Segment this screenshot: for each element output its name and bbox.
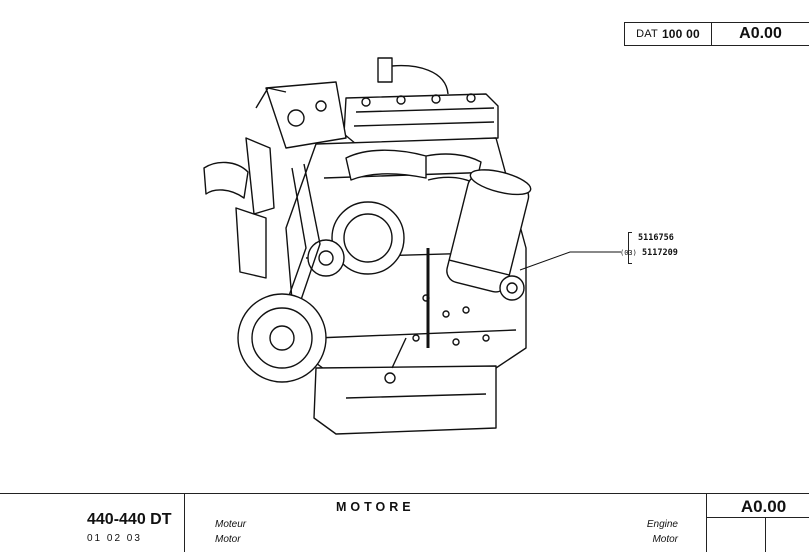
- divider: [706, 517, 809, 518]
- title-block: 440-440 DT 01 02 03 MOTORE Moteur Motor …: [0, 493, 809, 552]
- page-code-bottom: A0.00: [740, 497, 787, 516]
- section-title: MOTORE: [336, 500, 415, 514]
- title-english: Engine: [646, 519, 678, 530]
- dat-prefix: DAT: [636, 28, 658, 40]
- page-code-top: A0.00: [739, 25, 782, 42]
- model-name: 440-440 DT: [87, 511, 172, 528]
- variant-numbers: 01 02 03: [87, 533, 142, 544]
- variant-tag: (03): [620, 249, 637, 257]
- title-german: Motor: [215, 534, 241, 545]
- divider: [706, 494, 707, 552]
- title-french: Moteur: [215, 519, 247, 530]
- dat-number-cell: DAT 100 00: [625, 23, 712, 45]
- reference-bracket: [628, 232, 632, 264]
- part-number-2-row: (03) 5117209: [620, 248, 678, 258]
- divider: [184, 494, 185, 552]
- engine-illustration: [196, 48, 556, 448]
- divider: [765, 517, 766, 552]
- part-number-1: 5116756: [638, 233, 674, 243]
- part-number-2: 5117209: [641, 248, 678, 258]
- title-motor: Motor: [652, 534, 678, 545]
- dat-reference-box: DAT 100 00 A0.00: [624, 22, 809, 46]
- dat-number: 100 00: [661, 27, 700, 41]
- part-reference: 5116756 (03) 5117209: [620, 232, 690, 264]
